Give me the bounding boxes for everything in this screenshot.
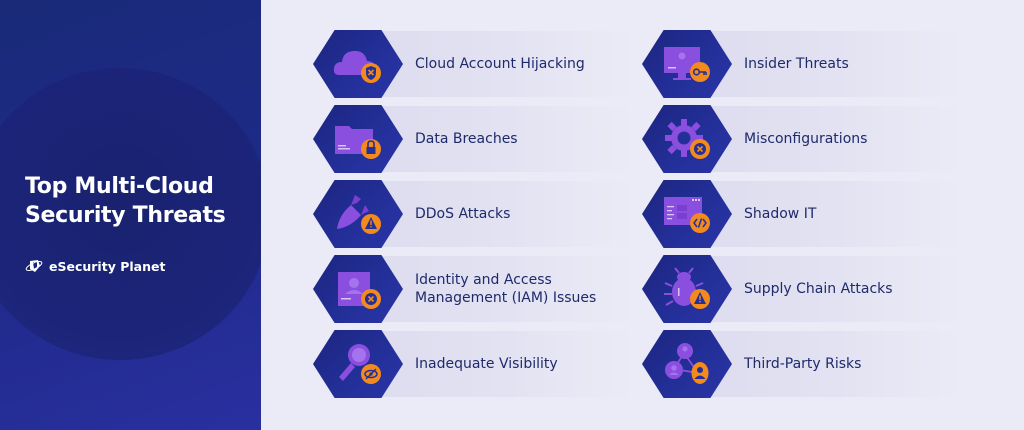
hex-badge: [642, 180, 732, 248]
network-user-icon: [665, 343, 709, 384]
background-circle: [0, 68, 261, 360]
hex-badge: [313, 330, 403, 398]
folder-lock-icon: [335, 126, 381, 159]
page-title: Top Multi-Cloud Security Threats: [25, 172, 255, 230]
brand-logo: eSecurity Planet: [25, 258, 165, 274]
hex-badge: [313, 105, 403, 173]
brand-name: eSecurity Planet: [49, 258, 166, 274]
hex-badge: [642, 105, 732, 173]
browser-code-icon: [664, 197, 710, 233]
threat-label: Misconfigurations: [744, 131, 868, 147]
threat-item-supply-chain-attacks: Supply Chain Attacks: [642, 255, 962, 323]
hex-badge: [313, 30, 403, 98]
missile-warning-icon: [337, 195, 381, 234]
threat-label: Supply Chain Attacks: [744, 281, 893, 297]
threat-item-shadow-it: Shadow IT: [642, 180, 962, 248]
hex-badge: [642, 330, 732, 398]
magnifier-eye-off-icon: [339, 344, 381, 384]
id-card-x-icon: [338, 272, 381, 309]
threat-item-cloud-account-hijacking: Cloud Account Hijacking: [313, 30, 633, 98]
threat-item-iam-issues: Identity and Access Management (IAM) Iss…: [313, 255, 633, 323]
threat-item-data-breaches: Data Breaches: [313, 105, 633, 173]
threat-label: Inadequate Visibility: [415, 356, 558, 372]
monitor-key-icon: [664, 47, 710, 82]
threat-label: Cloud Account Hijacking: [415, 56, 585, 72]
threat-item-misconfigurations: Misconfigurations: [642, 105, 962, 173]
title-line-2: Security Threats: [25, 203, 226, 228]
cloud-shield-x-icon: [333, 51, 381, 83]
threat-item-inadequate-visibility: Inadequate Visibility: [313, 330, 633, 398]
threat-item-third-party-risks: Third-Party Risks: [642, 330, 962, 398]
title-panel: Top Multi-Cloud Security Threats eSecuri…: [0, 0, 261, 430]
threat-item-ddos-attacks: DDoS Attacks: [313, 180, 633, 248]
planet-shield-icon: [25, 260, 43, 272]
hex-badge: [313, 255, 403, 323]
threat-label: Data Breaches: [415, 131, 518, 147]
bug-warning-icon: [664, 267, 710, 309]
hex-badge: [642, 30, 732, 98]
title-line-1: Top Multi-Cloud: [25, 174, 214, 199]
hex-badge: [313, 180, 403, 248]
hex-badge: [642, 255, 732, 323]
threat-label: DDoS Attacks: [415, 206, 511, 222]
threat-item-insider-threats: Insider Threats: [642, 30, 962, 98]
gear-x-icon: [665, 119, 710, 159]
threat-label: Shadow IT: [744, 206, 817, 222]
threat-label: Identity and Access Management (IAM) Iss…: [415, 272, 597, 306]
threat-label: Third-Party Risks: [744, 356, 862, 372]
threat-label: Insider Threats: [744, 56, 849, 72]
